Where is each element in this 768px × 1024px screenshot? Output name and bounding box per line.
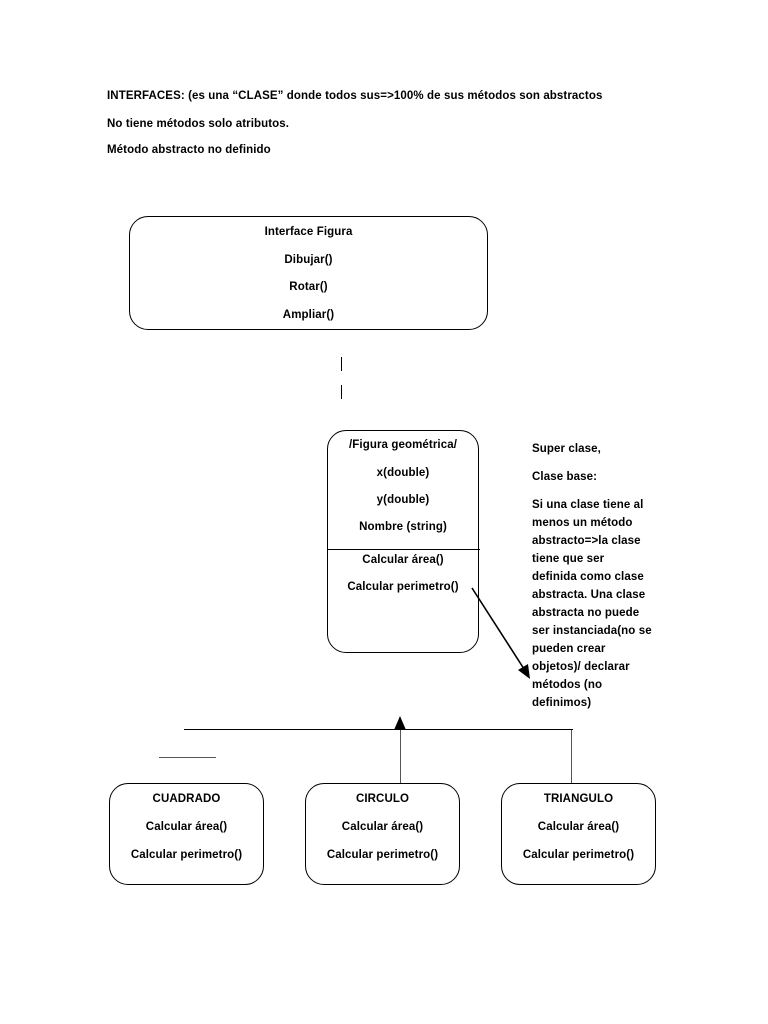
generalization-horizontal-bar — [184, 729, 573, 730]
annotation-heading-super-clase: Super clase, — [532, 443, 601, 455]
subclass-cuadrado-method-perimetro: Calcular perimetro() — [130, 849, 243, 861]
generalization-stub-line — [159, 757, 216, 758]
subclass-cuadrado-title: CUADRADO — [152, 793, 221, 805]
annotation-body-line-4: tiene que ser — [532, 553, 605, 565]
subclass-circulo-title: CIRCULO — [355, 793, 410, 805]
interface-figura-box: Interface Figura Dibujar() Rotar() Ampli… — [129, 216, 488, 330]
abstract-class-figura-geometrica-box: /Figura geométrica/ x(double) y(double) … — [327, 430, 480, 653]
annotation-body-line-5: definida como clase — [532, 571, 644, 583]
realization-dash-upper — [341, 357, 342, 371]
abstract-attribute-x: x(double) — [376, 467, 430, 479]
subclass-circulo-method-perimetro: Calcular perimetro() — [326, 849, 439, 861]
header-line-metodo-abstracto: Método abstracto no definido — [107, 144, 271, 156]
abstract-class-title: /Figura geométrica/ — [349, 439, 457, 451]
interface-method-dibujar: Dibujar() — [284, 254, 333, 266]
generalization-line-triangulo — [571, 730, 572, 784]
annotation-body-line-8: ser instanciada(no se — [532, 625, 652, 637]
subclass-triangulo-title: TRIANGULO — [543, 793, 614, 805]
annotation-body-line-12: definimos) — [532, 697, 592, 709]
subclass-circulo-box: CIRCULO Calcular área() Calcular perimet… — [305, 783, 460, 885]
annotation-body-line-2: menos un método — [532, 517, 633, 529]
abstract-method-calcular-perimetro: Calcular perimetro() — [347, 581, 459, 593]
subclass-cuadrado-box: CUADRADO Calcular área() Calcular perime… — [109, 783, 264, 885]
generalization-arrowhead-icon — [394, 716, 406, 730]
subclass-circulo-method-area: Calcular área() — [341, 821, 424, 833]
realization-dash-lower — [341, 385, 342, 399]
annotation-body-line-11: métodos (no — [532, 679, 603, 691]
annotation-body-line-7: abstracta no puede — [532, 607, 640, 619]
annotation-heading-clase-base: Clase base: — [532, 471, 598, 483]
annotation-body-line-6: abstracta. Una clase — [532, 589, 646, 601]
annotation-body-line-1: Si una clase tiene al — [532, 499, 644, 511]
subclass-triangulo-method-area: Calcular área() — [537, 821, 620, 833]
header-line-interfaces: INTERFACES: (es una “CLASE” donde todos … — [107, 90, 603, 102]
header-line-no-metodos: No tiene métodos solo atributos. — [107, 118, 290, 130]
abstract-method-calcular-area: Calcular área() — [362, 554, 444, 566]
annotation-pointer-arrow — [471, 587, 530, 679]
annotation-body-line-9: pueden crear — [532, 643, 606, 655]
annotation-body-line-10: objetos)/ declarar — [532, 661, 630, 673]
interface-method-ampliar: Ampliar() — [282, 309, 335, 321]
subclass-cuadrado-method-area: Calcular área() — [145, 821, 228, 833]
subclass-triangulo-method-perimetro: Calcular perimetro() — [522, 849, 635, 861]
abstract-attribute-y: y(double) — [376, 494, 430, 506]
class-compartment-divider — [328, 549, 480, 550]
interface-title: Interface Figura — [264, 226, 353, 238]
interface-method-rotar: Rotar() — [289, 281, 328, 293]
subclass-triangulo-box: TRIANGULO Calcular área() Calcular perim… — [501, 783, 656, 885]
abstract-attribute-nombre: Nombre (string) — [359, 521, 447, 533]
annotation-body-line-3: abstracto=>la clase — [532, 535, 641, 547]
